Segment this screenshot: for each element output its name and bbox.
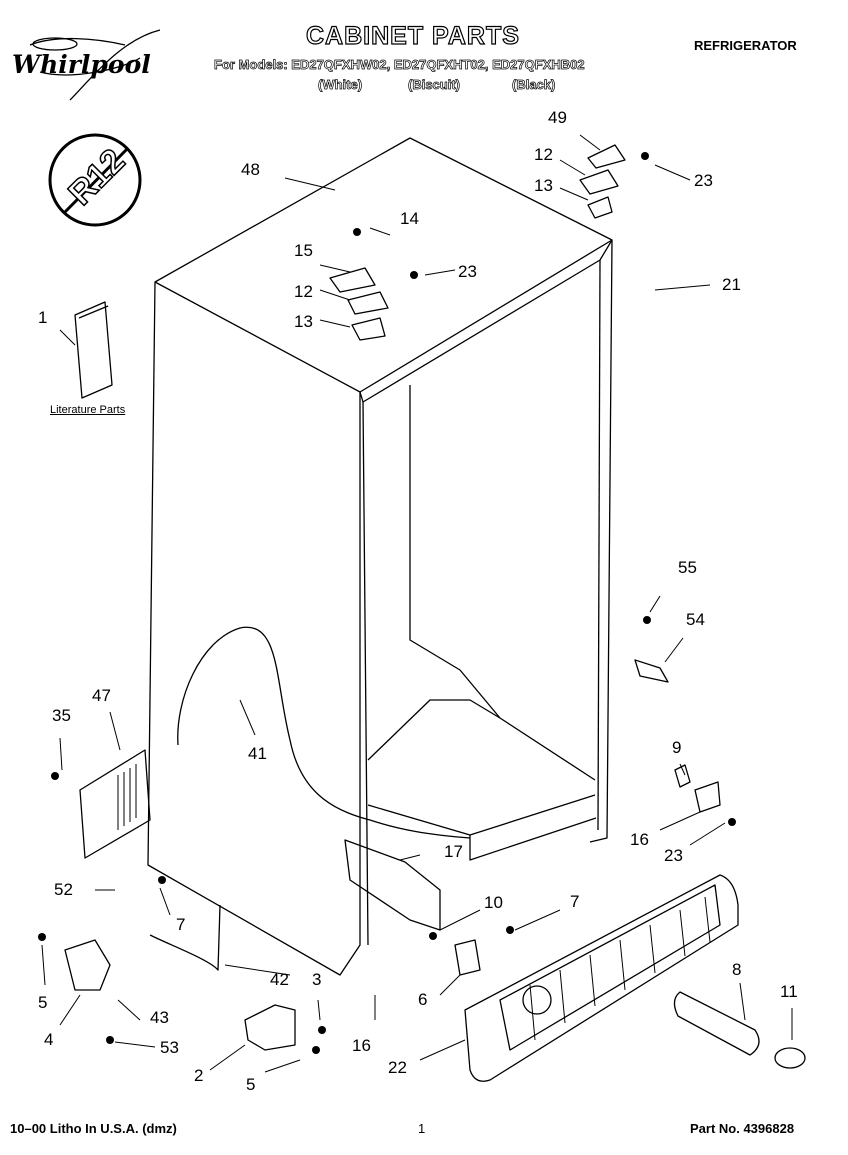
page-title: CABINET PARTS [305, 21, 520, 50]
hinge-15 [329, 267, 376, 293]
screw-7-right [506, 926, 514, 934]
screw-55 [643, 616, 651, 624]
callout-7b: 7 [570, 892, 580, 911]
screw-23-lower [728, 818, 736, 826]
footer-part-number: Part No. 4396828 [690, 1121, 795, 1136]
grill-inner [499, 884, 721, 1051]
callout-7a: 7 [176, 915, 186, 934]
callout-12b: 12 [534, 145, 553, 164]
callout-5b: 5 [246, 1075, 256, 1094]
grill-slats [529, 896, 711, 1041]
callout-15: 15 [294, 241, 313, 260]
screw-3 [318, 1026, 326, 1034]
callout-47: 47 [92, 686, 111, 705]
screw-23-top [410, 271, 418, 279]
callout-48: 48 [241, 160, 260, 179]
callout-17: 17 [444, 842, 463, 861]
water-filter [673, 991, 760, 1056]
bracket-panel [79, 749, 151, 859]
category-label: REFRIGERATOR [694, 38, 797, 53]
variant-biscuit: (Biscuit) [408, 77, 461, 93]
callout-23b: 23 [694, 171, 713, 190]
cabinet-inner-back [409, 385, 596, 781]
callout-53: 53 [160, 1038, 179, 1057]
cabinet-divider-bottom [367, 794, 597, 861]
callout-49: 49 [548, 108, 567, 127]
callout-16b: 16 [630, 830, 649, 849]
valve-2 [244, 1004, 296, 1051]
cabinet-inner-left [362, 401, 369, 946]
cabinet-cutaway [177, 626, 471, 839]
hinge-49 [587, 144, 626, 169]
callout-54: 54 [686, 610, 705, 629]
callout-43: 43 [150, 1008, 169, 1027]
callout-8: 8 [732, 960, 742, 979]
callout-13b: 13 [534, 176, 553, 195]
valve-4 [64, 939, 111, 991]
footer-print-info: 10–00 Litho In U.S.A. (dmz) [10, 1121, 177, 1136]
grill-outline [464, 874, 739, 1082]
screw-5-bottom [312, 1046, 320, 1054]
literature-label: Literature Parts [50, 404, 126, 416]
bracket-54 [634, 659, 669, 683]
cabinet-inner-right [597, 259, 601, 831]
screw-7-left [158, 876, 166, 884]
leader-lines [41, 134, 793, 1073]
callout-3: 3 [312, 970, 322, 989]
cabinet-left-side [147, 281, 361, 976]
callout-41: 41 [248, 744, 267, 763]
r12-badge-slash [63, 146, 130, 214]
hinge-13-left [351, 317, 386, 341]
callout-6: 6 [418, 990, 428, 1009]
duct-17 [344, 839, 441, 931]
callout-4: 4 [44, 1030, 54, 1049]
callout-13a: 13 [294, 312, 313, 331]
cabinet-right-side [589, 239, 613, 843]
cabinet-front-frame [359, 239, 613, 403]
callout-1: 1 [38, 308, 48, 327]
callout-10: 10 [484, 893, 503, 912]
screw-35 [51, 772, 59, 780]
hinge-13-right [587, 196, 613, 219]
logo-swoosh [29, 29, 161, 101]
bracket-vents [117, 764, 137, 830]
callout-35: 35 [52, 706, 71, 725]
models-line: For Models: ED27QFXHW02, ED27QFXHT02, ED… [214, 57, 585, 73]
hinge-9 [674, 764, 721, 813]
callout-14: 14 [400, 209, 419, 228]
filter-cap [774, 1047, 806, 1069]
callout-5a: 5 [38, 993, 48, 1012]
screw-53 [106, 1036, 114, 1044]
hinge-12-right [579, 169, 619, 195]
cabinet-inner-floor [367, 699, 501, 761]
callout-11: 11 [780, 982, 798, 1001]
hinge-12-left [347, 291, 389, 315]
variant-white: (White) [318, 77, 363, 93]
callout-55: 55 [678, 558, 697, 577]
callout-23c: 23 [664, 846, 683, 865]
callout-42: 42 [270, 970, 289, 989]
callout-9: 9 [672, 738, 682, 757]
callout-21: 21 [722, 275, 741, 294]
screw-10 [429, 932, 437, 940]
callout-2: 2 [194, 1066, 204, 1085]
footer-page-number: 1 [418, 1121, 426, 1136]
callout-52: 52 [54, 880, 73, 899]
screw-5-top [38, 933, 46, 941]
grill-round-hole [522, 985, 552, 1015]
r12-badge-circle [48, 133, 142, 227]
screw-14 [353, 228, 361, 236]
callout-22: 22 [388, 1058, 407, 1077]
variant-black: (Black) [512, 77, 556, 93]
literature-booklet [74, 301, 113, 399]
callout-12a: 12 [294, 282, 313, 301]
water-line-tube [149, 904, 221, 971]
callout-16a: 16 [352, 1036, 371, 1055]
logo-oval [32, 37, 78, 51]
callout-23a: 23 [458, 262, 477, 281]
screw-23-right [641, 152, 649, 160]
valve-6 [454, 939, 481, 976]
brand-logo-text: Whirlpool [12, 50, 151, 79]
